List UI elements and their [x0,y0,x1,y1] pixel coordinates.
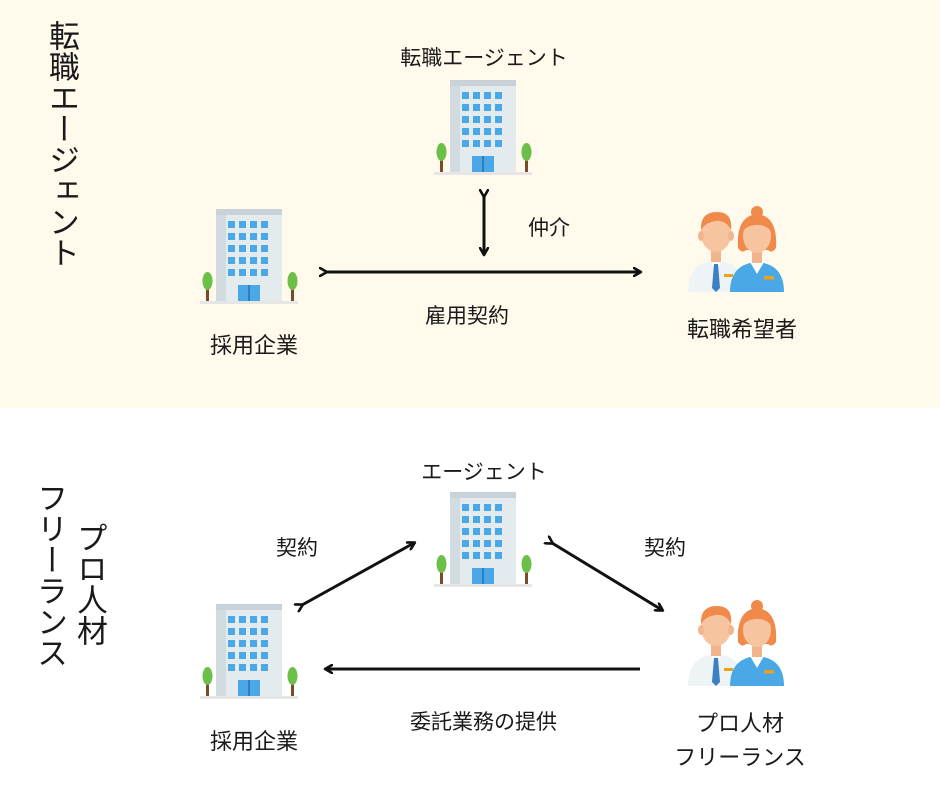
job-seeker-label: 転職希望者 [686,318,797,343]
employer-label: 採用企業 [209,334,298,359]
building-icon [428,78,538,178]
section-title-freelance: フリーランス [31,482,67,668]
freelancer-label-line2: フリーランス [674,746,806,771]
building-icon [194,602,304,702]
contract-right-label: 契約 [644,536,686,560]
employer-label: 採用企業 [209,730,298,755]
agent-label: エージェント [421,460,547,484]
people-icon [686,598,786,688]
freelance-section [0,408,940,788]
service-provision-label: 委託業務の提供 [410,710,557,734]
agent-label: 転職エージェント [400,46,568,70]
mediation-label: 仲介 [528,216,570,240]
building-icon [428,490,538,590]
employment-contract-label: 雇用契約 [425,304,509,328]
freelancer-label-line1: プロ人材 [695,712,784,737]
section-title-agent: 転職エージェント [43,20,79,268]
people-icon [686,204,786,294]
contract-left-label: 契約 [276,536,318,560]
agent-section [0,0,940,408]
section-title-professional: プロ人材 [71,522,107,646]
building-icon [194,207,304,307]
